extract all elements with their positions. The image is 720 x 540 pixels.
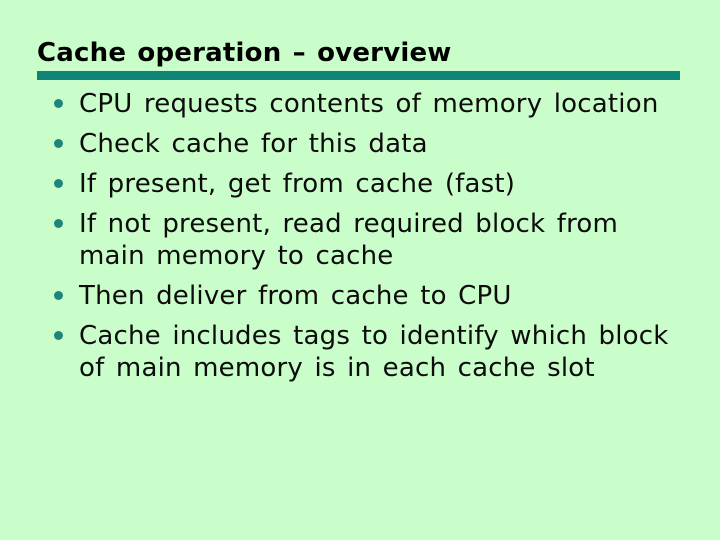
bullet-icon [54,99,63,108]
bullet-text: Check cache for this data [79,129,428,159]
bullet-icon [54,291,63,300]
bullet-item: If not present, read required block from… [0,208,720,272]
title-underline [37,71,680,80]
bullet-item: Cache includes tags to identify which bl… [0,320,720,384]
bullet-text: Cache includes tags to identify which bl… [79,321,669,383]
bullet-item: Check cache for this data [0,128,720,160]
bullet-text: CPU requests contents of memory location [79,89,659,119]
bullet-icon [54,139,63,148]
bullet-item: If present, get from cache (fast) [0,168,720,200]
bullet-icon [54,219,63,228]
bullet-icon [54,331,63,340]
bullet-list: CPU requests contents of memory location… [0,88,720,392]
bullet-text: Then deliver from cache to CPU [79,281,512,311]
bullet-text: If present, get from cache (fast) [79,169,516,199]
bullet-item: Then deliver from cache to CPU [0,280,720,312]
slide-title: Cache operation – overview [37,38,452,68]
bullet-item: CPU requests contents of memory location [0,88,720,120]
bullet-text: If not present, read required block from… [79,209,619,271]
bullet-icon [54,179,63,188]
